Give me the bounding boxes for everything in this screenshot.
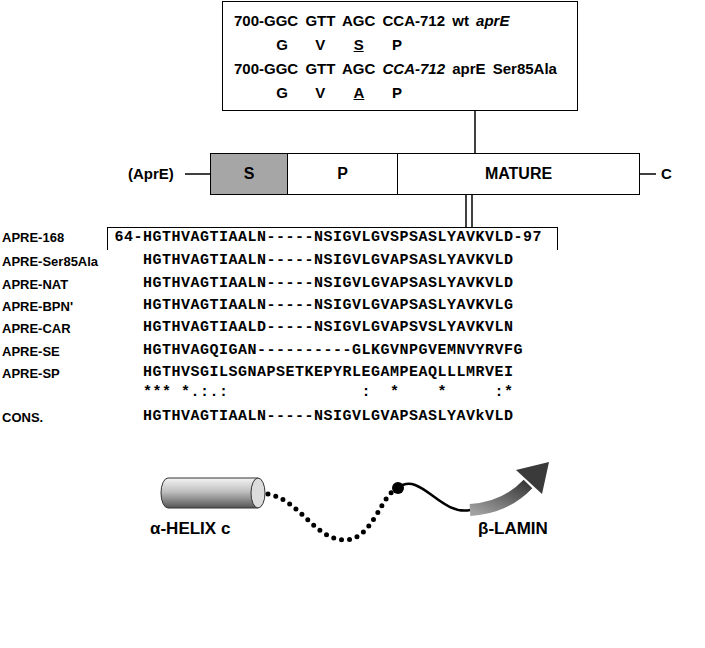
sequence-word: V: [315, 81, 325, 105]
dotted-loop: [268, 492, 392, 540]
sequence-word: CCA-712: [383, 12, 446, 29]
sequence-word: Ser85Ala: [493, 60, 557, 77]
connector-line: [471, 195, 473, 227]
sequence-row: HGTHVAGTIAALN-----NSIGVLGVAPSASLYAVKVLD: [143, 275, 514, 293]
connector-group: [466, 195, 472, 227]
node-text: 64-HGTHVAGTIAALN-----NSIGVLGVSPSASLYAVKV…: [115, 228, 551, 248]
connector-line: [465, 195, 467, 227]
sequence-word: aprE: [476, 12, 509, 29]
sequence-word: A: [354, 81, 365, 105]
node-text: 700-GGC GTT AGC CCA-712 aprE Ser85Ala: [234, 57, 566, 81]
beta-strand-arrow: [470, 484, 528, 510]
sequence-word: 700-GGC: [234, 60, 298, 77]
node-text: G V A P: [234, 81, 566, 105]
sequence-word: GTT: [305, 12, 335, 29]
signal-domain: S: [210, 153, 288, 195]
sequence-word: CCA-712: [383, 60, 446, 77]
node-text: 700-GGC GTT AGC CCA-712 wt aprE: [234, 9, 566, 33]
sequence-name: CONS.: [2, 409, 43, 427]
connector-group: [475, 111, 476, 153]
sequence-row: HGTHVAGTIAALD-----NSIGVLGVAPSVSLYAVKVLN: [143, 319, 514, 337]
sequence-name: APRE-CAR: [2, 320, 71, 338]
sequence-word: wt: [452, 12, 469, 29]
sequence-word: AGC: [342, 60, 375, 77]
helix-cylinder: [161, 478, 258, 508]
mutation-box: 700-GGC GTT AGC CCA-712 wt aprEG V S P70…: [222, 1, 578, 111]
conservation-row: *** *.:.: : * * :*: [143, 384, 514, 402]
sequence-row: HGTHVAGQIGAN----------GLKGVNPGVEMNVYRVFG: [143, 342, 523, 360]
sequence-word: V: [315, 33, 325, 57]
mature-domain: MATURE: [398, 153, 640, 195]
sequence-word: P: [392, 81, 402, 105]
sequence-name: APRE-Ser85Ala: [2, 253, 98, 271]
beta-strand-arrowhead: [516, 462, 549, 494]
sequence-name: APRE-168: [2, 229, 64, 247]
sequence-word: G: [276, 81, 288, 105]
sequence-name: APRE-NAT: [2, 276, 68, 294]
helix-cylinder-end: [251, 478, 265, 508]
sequence-word: S: [354, 33, 364, 57]
sequence-name: APRE-SP: [2, 365, 60, 383]
pro-domain: P: [288, 153, 398, 195]
sequence-word: P: [392, 33, 402, 57]
sequence-row: HGTHVAGTIAALN-----NSIGVLGVAPSASLYAVKVLD: [143, 252, 514, 270]
chain-line: [640, 173, 656, 175]
node-text: P: [337, 165, 348, 183]
sequence-word: AGC: [342, 12, 375, 29]
chain-line: [185, 173, 210, 175]
sequence-row: HGTHVAGTIAALN-----NSIGVLGVAPSASLYAVKVLG: [143, 297, 514, 315]
structure-label: β-LAMIN: [478, 520, 548, 538]
node-text: S: [244, 165, 255, 183]
sequence-word: aprE: [452, 60, 485, 77]
sequence-name: APRE-SE: [2, 343, 60, 361]
sequence-word: G: [276, 33, 288, 57]
node-text: MATURE: [485, 165, 552, 183]
sequence-row: HGTHVSGILSGNAPSETKEPYRLEGAMPEAQLLLMRVEI: [143, 364, 514, 382]
sequence-name: APRE-BPN': [2, 298, 73, 316]
sequence-box: 64-HGTHVAGTIAALN-----NSIGVLGVSPSASLYAVKV…: [107, 227, 558, 250]
sequence-word: 700-GGC: [234, 12, 298, 29]
consensus-row: HGTHVAGTIAALN-----NSIGVLGVAPSASLYAVkVLD: [143, 408, 514, 426]
chain-terminus: C: [661, 165, 672, 183]
sequence-word: GTT: [305, 60, 335, 77]
loop-line: [398, 484, 470, 511]
chain-terminus: (AprE): [128, 165, 174, 183]
connector-line: [474, 111, 476, 153]
node-text: G V S P: [234, 33, 566, 57]
structure-label: α-HELIX c: [150, 520, 230, 538]
